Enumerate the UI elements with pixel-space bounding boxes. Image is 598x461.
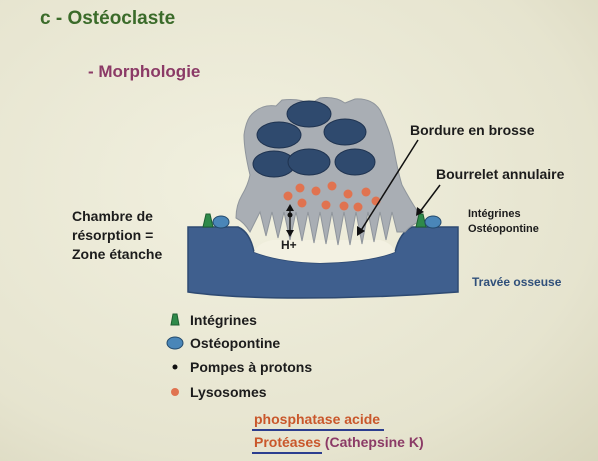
osteopontine-left — [212, 215, 230, 229]
pointer-bordure-head — [357, 226, 365, 236]
resorption-chamber — [254, 240, 395, 263]
label-integrines-osteopontine: Intégrines Ostéopontine — [468, 208, 539, 235]
proton-arrow-head-down — [286, 230, 294, 237]
label-travee-osseuse: Travée osseuse — [472, 275, 562, 289]
legend-label: Pompes à protons — [190, 359, 313, 375]
nucleus — [256, 121, 302, 149]
enzyme-proteases-paren: (Cathepsine K) — [324, 434, 424, 450]
legend-label: Ostéopontine — [190, 335, 281, 351]
pointer-bourrelet — [418, 184, 441, 214]
label-chambre-resorption: Chambre de résorption = Zone étanche — [72, 208, 163, 262]
legend-item-integrines: Intégrines — [170, 310, 257, 330]
lysosome — [295, 183, 305, 193]
label-proton: H+ — [281, 238, 297, 252]
nucleus — [323, 118, 367, 146]
legend-item-lysosomes: Lysosomes — [170, 382, 267, 402]
legend-pump-icon — [172, 364, 178, 370]
legend-label: Intégrines — [190, 312, 257, 328]
label-bourrelet-annulaire: Bourrelet annulaire — [436, 166, 565, 182]
lysosome — [361, 187, 371, 197]
legend-item-pompes: Pompes à protons — [170, 357, 312, 377]
enzyme-phosphatase: phosphatase acide — [254, 411, 381, 427]
nucleus — [334, 148, 376, 176]
integrine-left — [202, 213, 214, 228]
pointer-bordure — [359, 139, 419, 233]
nucleus — [286, 100, 332, 128]
enzyme-proteases: Protéases (Cathepsine K) — [254, 434, 424, 450]
lysosome — [339, 201, 349, 211]
slide-subtitle: - Morphologie — [88, 62, 201, 81]
label-bordure-brosse: Bordure en brosse — [410, 122, 535, 138]
lysosome — [353, 202, 363, 212]
legend-label: Lysosomes — [190, 384, 267, 400]
legend-item-osteopontine: Ostéopontine — [170, 333, 280, 353]
legend-integrine-icon — [170, 313, 180, 326]
lysosome — [297, 198, 307, 208]
lysosome — [311, 186, 321, 196]
legend-lysosome-icon — [171, 388, 179, 396]
osteopontine-right — [424, 215, 442, 229]
lysosome — [343, 189, 353, 199]
lysosome — [327, 181, 337, 191]
legend-osteopontine-icon — [166, 336, 184, 350]
proton-arrow-head-up — [286, 204, 294, 211]
enzyme-proteases-main: Protéases — [254, 434, 321, 450]
pointer-bourrelet-head — [416, 207, 424, 216]
lysosome — [283, 191, 293, 201]
underline-proteases — [252, 452, 322, 454]
nucleus — [287, 148, 331, 176]
integrine-right — [415, 213, 427, 228]
lysosome — [321, 200, 331, 210]
underline-phosphatase — [252, 429, 384, 431]
slide-title: c - Ostéoclaste — [40, 8, 176, 29]
